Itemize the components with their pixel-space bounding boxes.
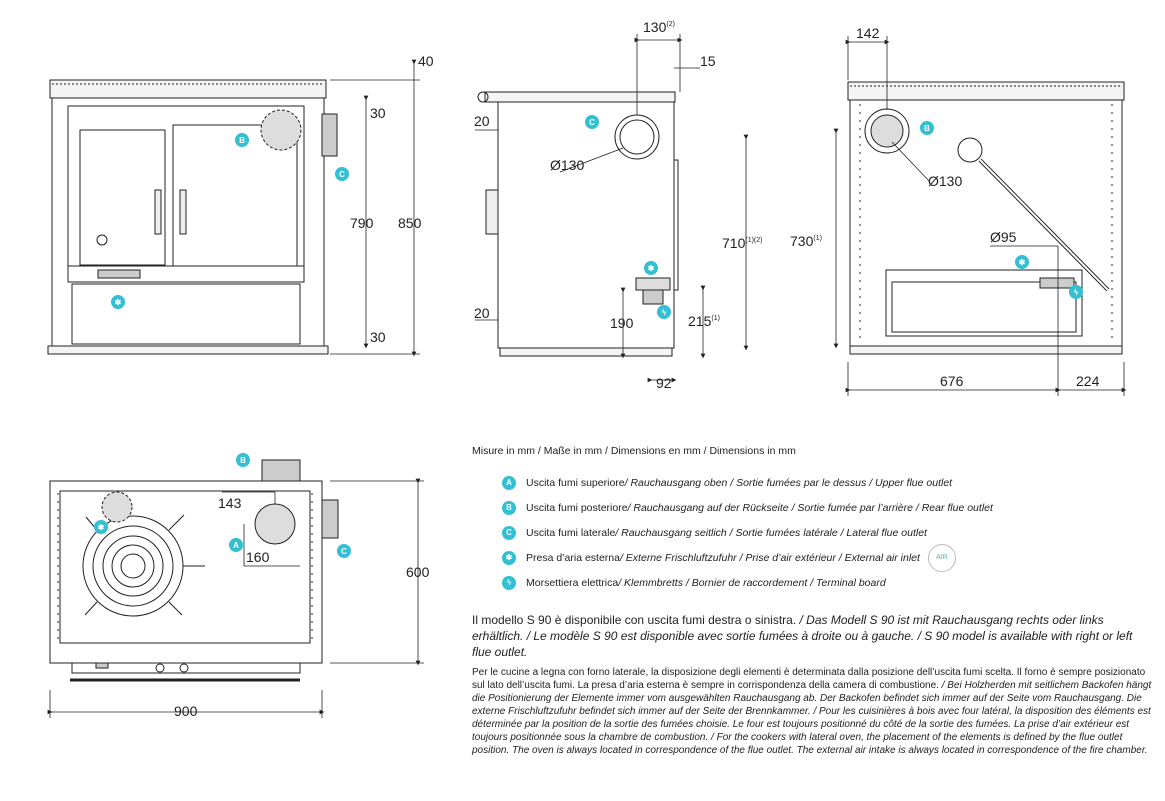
- badge-a-top: A: [229, 538, 243, 552]
- dim-rear-flue-diameter: Ø130: [928, 173, 962, 189]
- svg-text:C: C: [341, 547, 347, 556]
- legend-label-it: Uscita fumi superiore: [526, 476, 625, 489]
- dim-front-height-inner: 790: [350, 215, 374, 231]
- dim-side-top-gap: 20: [474, 113, 490, 129]
- legend-label-other: / Klemmbretts / Bornier de raccordement …: [618, 576, 886, 589]
- air-inlet-icon: ✱: [502, 550, 516, 565]
- model-note: Il modello S 90 è disponibile con uscita…: [472, 612, 1152, 660]
- legend-item-rear-flue: B Uscita fumi posteriore / Rauchausgang …: [472, 495, 1152, 520]
- badge-air-top: ✱: [94, 520, 108, 534]
- badge-a-icon: A: [502, 475, 516, 490]
- dim-front-upper: 30: [370, 105, 386, 121]
- svg-text:B: B: [239, 136, 245, 145]
- legend-label-it: Uscita fumi posteriore: [526, 501, 628, 514]
- model-note-it: Il modello S 90 è disponibile con uscita…: [472, 613, 797, 627]
- svg-text:C: C: [589, 118, 595, 127]
- units-note: Misure in mm / Maße in mm / Dimensions e…: [472, 445, 796, 457]
- front-view: [47, 79, 338, 355]
- svg-text:C: C: [339, 170, 345, 179]
- badge-c-side: C: [585, 115, 599, 129]
- dim-top-flue-x: 143: [218, 495, 242, 511]
- svg-text:ϟ: ϟ: [1074, 288, 1079, 297]
- legend-item-lateral-flue: C Uscita fumi laterale / Rauchausgang se…: [472, 520, 1152, 545]
- top-view: [49, 459, 339, 682]
- legend-label-it: Morsettiera elettrica: [526, 576, 619, 589]
- legend-label-other: / Rauchausgang oben / Sortie fumées par …: [624, 476, 953, 489]
- svg-text:ϟ: ϟ: [662, 308, 667, 317]
- legend-item-terminal-board: ϟ Morsettiera elettrica / Klemmbretts / …: [472, 570, 1152, 595]
- rear-view: [847, 81, 1125, 355]
- dim-top-flue-y: 160: [246, 549, 270, 565]
- svg-text:✱: ✱: [648, 264, 655, 273]
- dim-side-offset-top: 15: [700, 53, 716, 69]
- layout-note-other: / Bei Holzherden mit seitlichem Backofen…: [472, 680, 1152, 756]
- legend-label-it: Uscita fumi laterale: [526, 526, 616, 539]
- top-dimensions: [47, 478, 424, 718]
- badge-c-top: C: [337, 544, 351, 558]
- badge-c-icon: C: [502, 525, 516, 540]
- dim-front-lower: 30: [370, 329, 386, 345]
- badge-air-rear: ✱: [1015, 255, 1029, 269]
- dim-front-height-total: 850: [398, 215, 422, 231]
- svg-text:✱: ✱: [115, 298, 122, 307]
- legend: Misure in mm / Maße in mm / Dimensions e…: [472, 444, 1152, 595]
- dim-top-depth: 600: [406, 564, 430, 580]
- svg-text:B: B: [240, 456, 246, 465]
- svg-text:A: A: [233, 541, 239, 550]
- badge-bolt-side: ϟ: [657, 305, 671, 319]
- dim-rear-flue-offset: 142: [856, 25, 880, 41]
- bolt-icon: ϟ: [502, 575, 516, 590]
- dim-rear-width-main: 676: [940, 373, 964, 389]
- svg-text:B: B: [924, 124, 930, 133]
- layout-note: Per le cucine a legna con forno laterale…: [472, 666, 1154, 757]
- legend-label-it: Presa d’aria esterna: [526, 551, 620, 564]
- rear-dimensions: [833, 36, 1127, 396]
- side-dimensions: [475, 34, 749, 383]
- dim-side-flue-height: 710(1)(2): [722, 235, 762, 251]
- svg-text:✱: ✱: [1019, 258, 1026, 267]
- dim-side-inlet-offset: 92: [656, 375, 672, 391]
- dim-side-terminal-height: 215(1): [688, 313, 720, 329]
- badge-b-front: B: [235, 133, 249, 147]
- dim-top-width: 900: [174, 703, 198, 719]
- badge-b-rear: B: [920, 121, 934, 135]
- front-dimensions: [330, 59, 420, 357]
- badge-bolt-rear: ϟ: [1069, 285, 1083, 299]
- layout-note-it: Per le cucine a legna con forno laterale…: [472, 667, 1146, 691]
- badge-air-front: ✱: [111, 295, 125, 309]
- badge-air-side: ✱: [644, 261, 658, 275]
- side-view: [477, 91, 679, 357]
- svg-text:✱: ✱: [98, 523, 105, 532]
- dim-rear-air-diameter: Ø95: [990, 229, 1017, 245]
- dim-side-bottom-gap: 20: [474, 305, 490, 321]
- legend-item-air-inlet: ✱ Presa d’aria esterna / Externe Frischl…: [472, 543, 1152, 572]
- legend-label-other: / Externe Frischluftzufuhr / Prise d’air…: [619, 551, 920, 564]
- dim-side-flue-top: 130(2): [643, 19, 675, 35]
- badge-b-icon: B: [502, 500, 516, 515]
- badge-c-front: C: [335, 167, 349, 181]
- dim-rear-width-side: 224: [1076, 373, 1100, 389]
- badge-b-top: B: [236, 453, 250, 467]
- legend-label-other: / Rauchausgang seitlich / Sortie fumées …: [615, 526, 927, 539]
- legend-item-upper-flue: A Uscita fumi superiore / Rauchausgang o…: [472, 470, 1152, 495]
- air-logo-icon: AIR: [927, 543, 956, 572]
- model-note-other: / Das Modell S 90 ist mit Rauchausgang r…: [472, 613, 1133, 659]
- dim-side-inlet-height: 190: [610, 315, 634, 331]
- dim-rear-flue-height: 730(1): [790, 233, 822, 249]
- dim-front-top: 40: [418, 53, 434, 69]
- legend-label-other: / Rauchausgang auf der Rückseite / Sorti…: [627, 501, 993, 514]
- dim-side-flue-diameter: Ø130: [550, 157, 584, 173]
